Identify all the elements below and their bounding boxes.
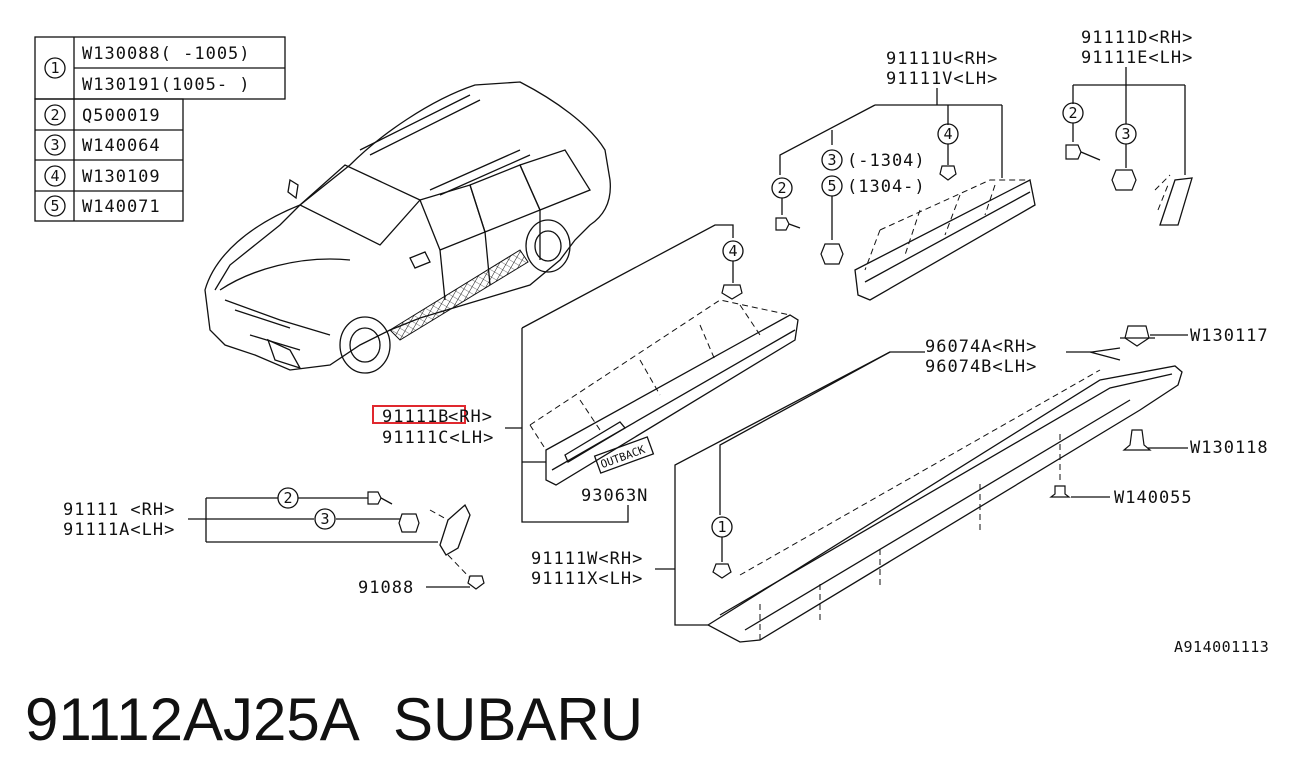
part-number: 91112AJ25A	[25, 686, 360, 753]
legend-row-5: W140071	[82, 197, 161, 217]
label-91111U: 91111U<RH>	[886, 49, 998, 69]
label-91111B-side: <RH>	[448, 407, 493, 427]
callout-5-top: 5	[827, 177, 836, 195]
label-91111: 91111 <RH>	[63, 500, 175, 520]
label-91111B: 91111B	[382, 407, 449, 427]
callout-2-left: 2	[283, 489, 292, 507]
assembly-91111B: 4 OUTBACK 91111B <RH> 91111C<LH> 93063N	[372, 224, 799, 523]
assembly-91111W: 96074A<RH> 96074B<LH> 1 91111W<RH> 91111…	[531, 325, 1269, 643]
label-W140055: W140055	[1114, 488, 1193, 508]
label-91111V: 91111V<LH>	[886, 69, 998, 89]
legend-index-3: 3	[50, 136, 59, 154]
highlight-box	[372, 405, 466, 424]
label-91111C: 91111C<LH>	[382, 428, 494, 448]
callout-4-top: 4	[943, 125, 952, 143]
label-96074A: 96074A<RH>	[925, 337, 1037, 357]
label-W130117: W130117	[1190, 326, 1269, 346]
legend-index-2: 2	[50, 106, 59, 124]
assembly-91111U: 91111U<RH> 91111V<LH> 4 3 (-1304) 5 (130…	[771, 49, 1036, 301]
label-91111D: 91111D<RH>	[1081, 28, 1193, 48]
legend-index-5: 5	[50, 197, 59, 215]
label-W130118: W130118	[1190, 438, 1269, 458]
legend-row-1b: W130191(1005- )	[82, 75, 251, 95]
drawing-code: A914001113	[1174, 638, 1269, 656]
badge-text: OUTBACK	[599, 443, 647, 471]
callout-2-top: 2	[777, 179, 786, 197]
legend-index-1: 1	[50, 59, 59, 77]
label-91111W: 91111W<RH>	[531, 549, 643, 569]
label-91088: 91088	[358, 578, 414, 598]
assembly-91111D: 91111D<RH> 91111E<LH> 2 3	[1062, 28, 1193, 226]
callout-3-top: 3	[827, 151, 836, 169]
label-91111E: 91111E<LH>	[1081, 48, 1193, 68]
callout-4-center: 4	[728, 242, 737, 260]
note-3: (-1304)	[847, 151, 926, 171]
vehicle-illustration	[204, 81, 611, 374]
legend-table: 1 W130088( -1005) W130191(1005- ) 2 Q500…	[34, 36, 286, 222]
legend-index-4: 4	[50, 167, 59, 185]
callout-1: 1	[717, 518, 726, 536]
legend-row-4: W130109	[82, 167, 161, 187]
assembly-91111: 91111 <RH> 91111A<LH> 2 3 91088	[63, 487, 485, 598]
callout-3-left: 3	[320, 510, 329, 528]
label-93063N: 93063N	[581, 486, 648, 506]
legend-row-3: W140064	[82, 136, 161, 156]
label-91111X: 91111X<LH>	[531, 569, 643, 589]
label-91111A: 91111A<LH>	[63, 520, 175, 540]
note-5: (1304-)	[847, 177, 926, 197]
callout-2-right: 2	[1068, 104, 1077, 122]
legend-row-1a: W130088( -1005)	[82, 44, 251, 64]
legend-row-2: Q500019	[82, 106, 161, 126]
callout-3-right: 3	[1121, 125, 1130, 143]
brand-name: SUBARU	[393, 686, 643, 753]
label-96074B: 96074B<LH>	[925, 357, 1037, 377]
